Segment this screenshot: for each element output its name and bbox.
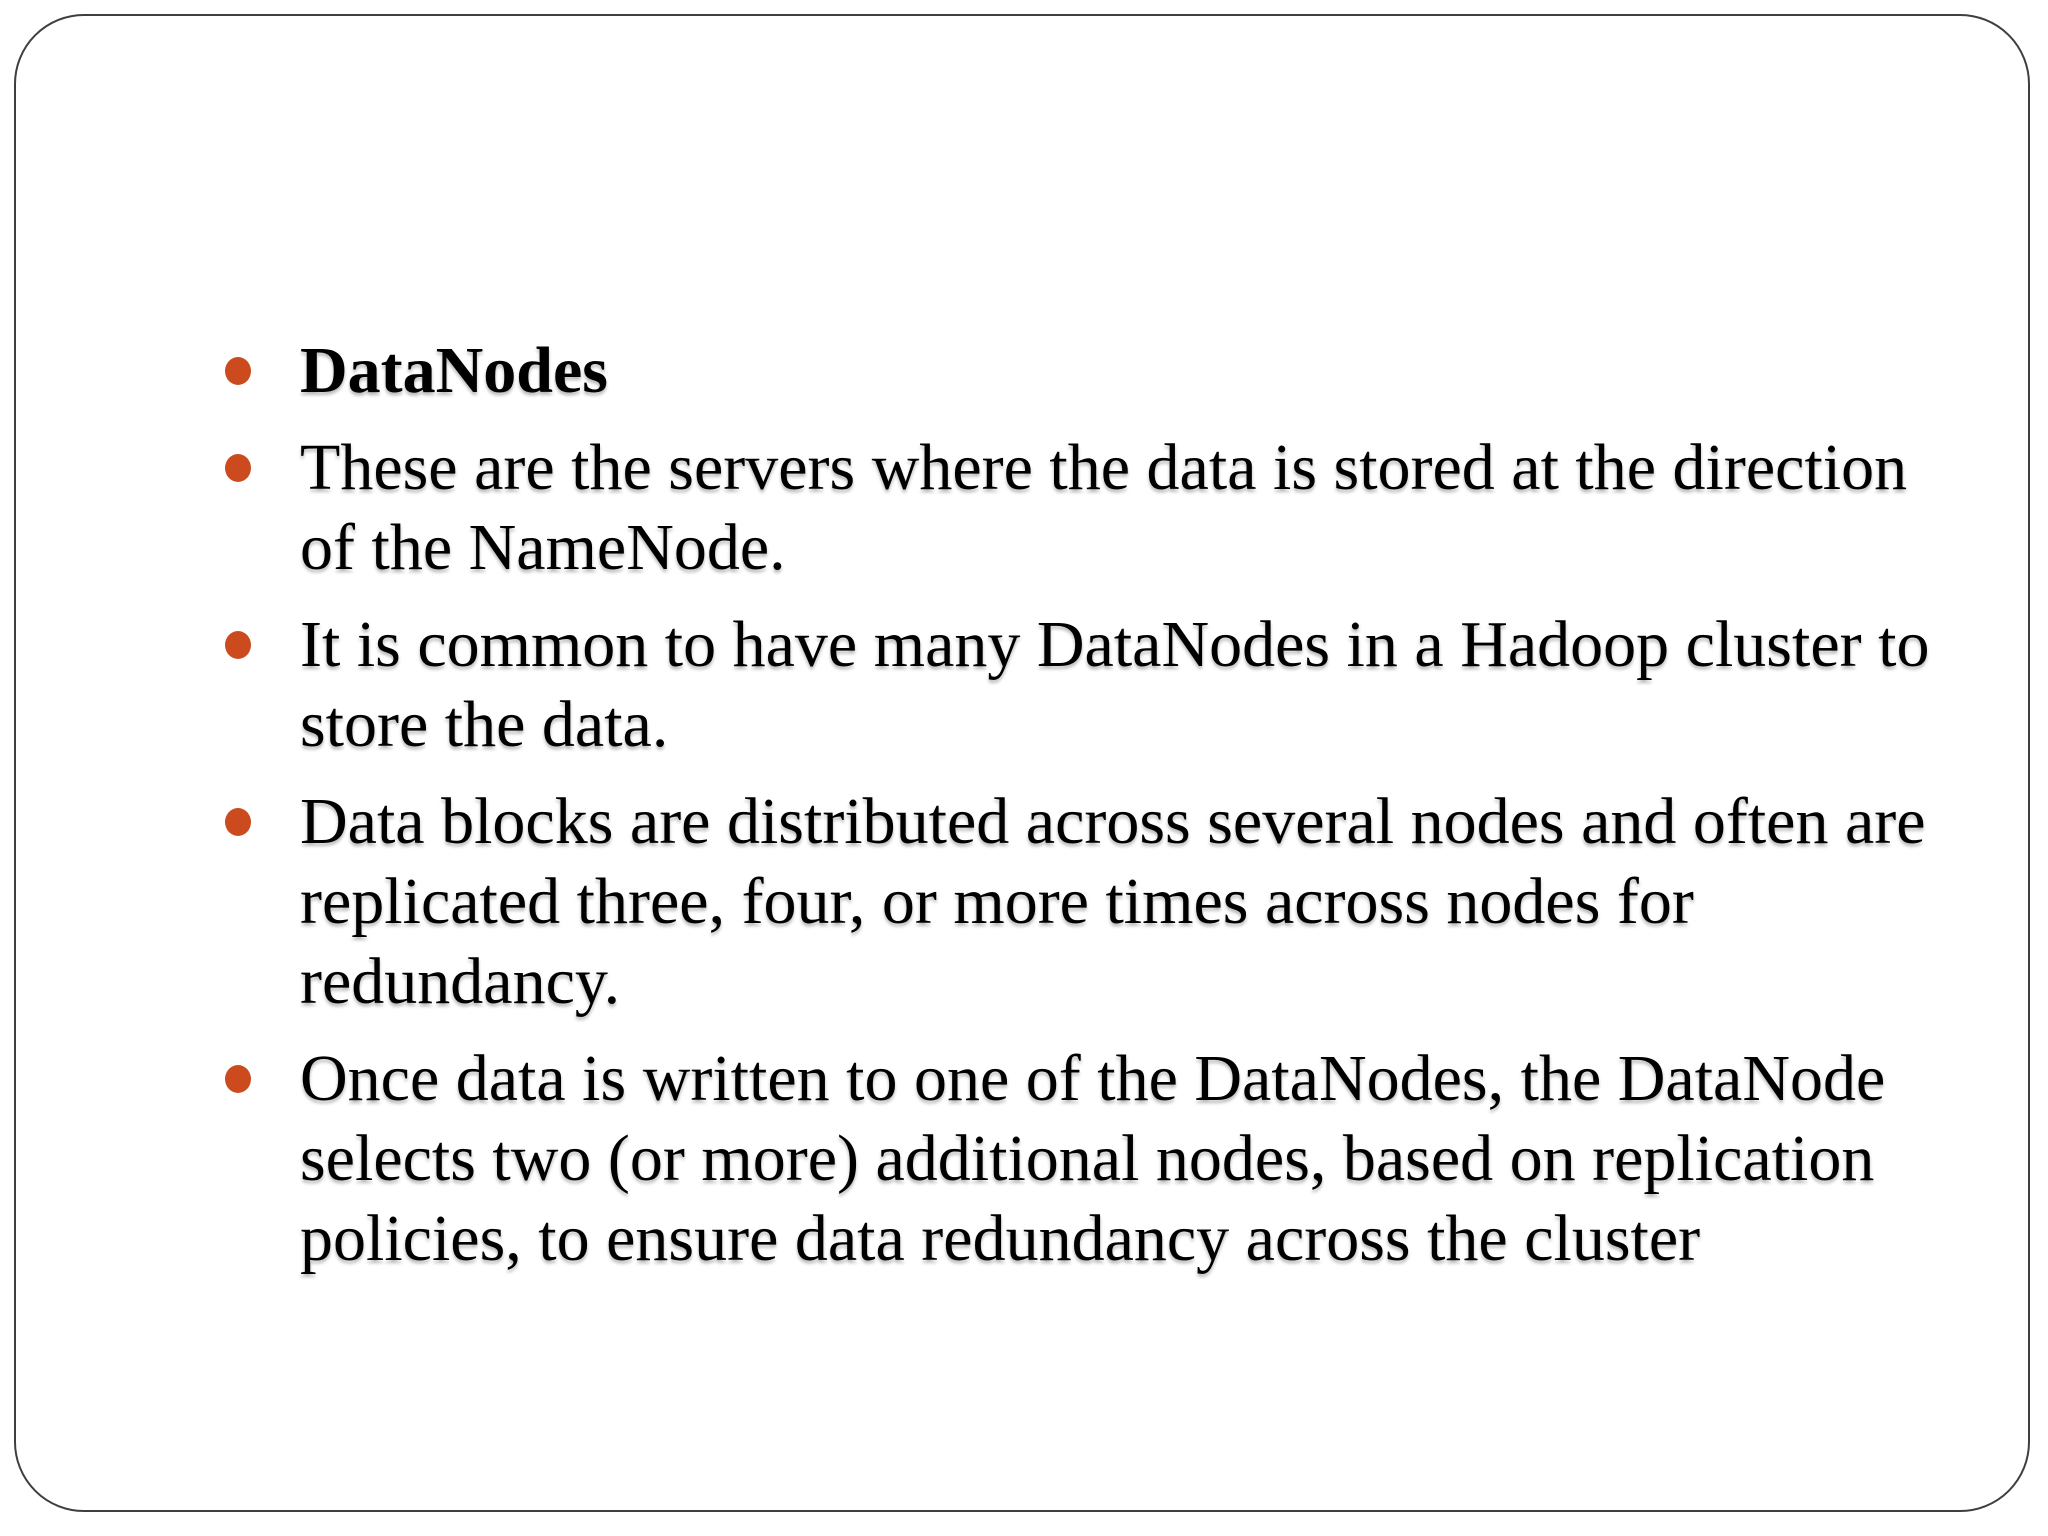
bullet-line: Data blocks are distributed across sever… — [300, 785, 1926, 858]
bullet-text: Data blocks are distributed across sever… — [300, 782, 1965, 1022]
bullet-line: These are the servers where the data is … — [300, 431, 1908, 504]
bullet-line: redundancy. — [300, 945, 621, 1018]
bullet-icon — [225, 357, 251, 385]
bullet-icon — [225, 454, 251, 482]
bullet-item-data-blocks: Data blocks are distributed across sever… — [225, 782, 1965, 1022]
bullet-item-datanodes-title: DataNodes — [225, 331, 1965, 411]
bullet-text: It is common to have many DataNodes in a… — [300, 605, 1965, 765]
bullet-icon — [225, 808, 251, 836]
bullet-line: selects two (or more) additional nodes, … — [300, 1122, 1875, 1195]
bullet-line: It is common to have many DataNodes in a… — [300, 608, 1930, 681]
bullet-item-servers: These are the servers where the data is … — [225, 428, 1965, 588]
bullet-line: policies, to ensure data redundancy acro… — [300, 1202, 1701, 1275]
bullet-line: Once data is written to one of the DataN… — [300, 1042, 1886, 1115]
bullet-line: store the data. — [300, 688, 669, 761]
bullet-text: Once data is written to one of the DataN… — [300, 1039, 1965, 1279]
bullet-item-replication: Once data is written to one of the DataN… — [225, 1039, 1965, 1279]
bullet-line: DataNodes — [300, 334, 608, 407]
bullet-line: replicated three, four, or more times ac… — [300, 865, 1694, 938]
bullet-icon — [225, 631, 251, 659]
bullet-line: of the NameNode. — [300, 511, 786, 584]
bullet-list: DataNodes These are the servers where th… — [225, 331, 1965, 1296]
bullet-icon — [225, 1065, 251, 1093]
bullet-item-many-datanodes: It is common to have many DataNodes in a… — [225, 605, 1965, 765]
bullet-text: DataNodes — [300, 331, 1965, 411]
bullet-text: These are the servers where the data is … — [300, 428, 1965, 588]
